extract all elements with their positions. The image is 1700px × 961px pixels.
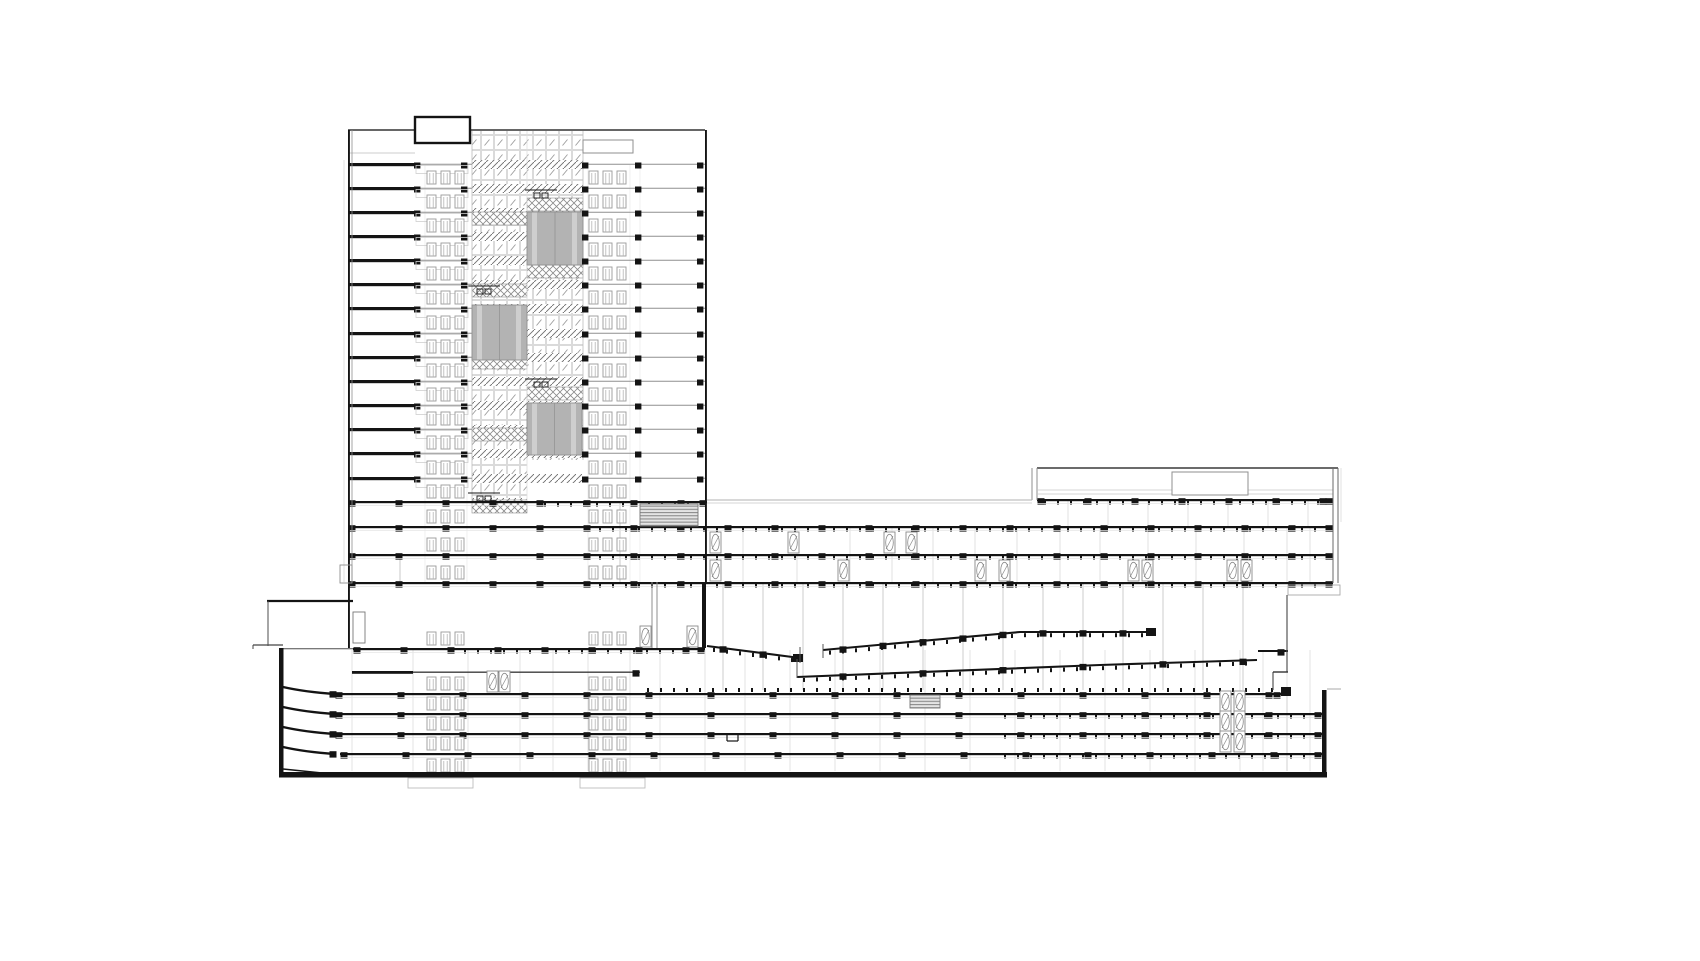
elevator-shaft-blocks	[468, 189, 584, 502]
basement-shell	[279, 648, 1327, 789]
right-wing-roof-structure	[707, 467, 1342, 596]
tower-envelope	[348, 115, 941, 709]
parking-door-symbols	[486, 531, 1253, 753]
parking-ramps	[706, 595, 1291, 696]
window-symbols	[426, 170, 627, 773]
site-and-entry	[252, 564, 1341, 690]
podium-and-basement-slabs	[282, 498, 1333, 774]
